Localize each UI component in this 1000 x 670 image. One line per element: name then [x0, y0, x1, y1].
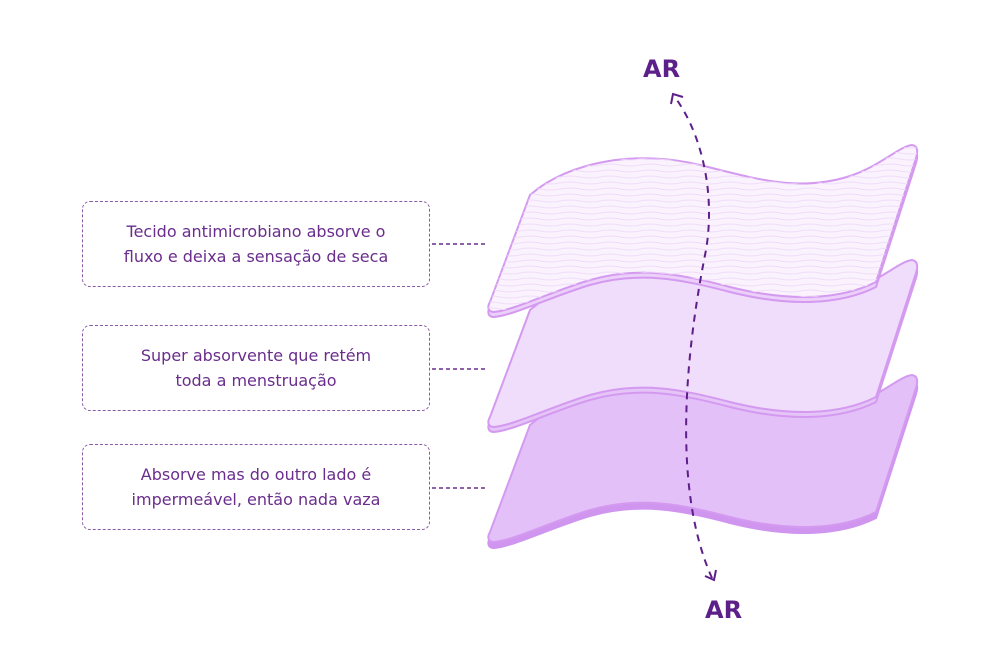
airflow-arrow — [673, 95, 713, 579]
arrowhead-up-icon — [670, 92, 684, 105]
label-line: Absorve mas do outro lado é — [140, 465, 372, 484]
label-box-antimicrobial: Tecido antimicrobiano absorve o fluxo e d… — [82, 201, 430, 287]
arrowhead-down-icon — [704, 569, 717, 582]
label-box-impermeable: Absorve mas do outro lado é impermeável, … — [82, 444, 430, 530]
air-label-bottom: AR — [705, 596, 743, 624]
label-line: impermeável, então nada vaza — [131, 490, 381, 509]
label-line: Super absorvente que retém — [140, 346, 372, 365]
air-label-top: AR — [643, 55, 681, 83]
label-box-absorbent: Super absorvente que retém toda a menstru… — [82, 325, 430, 411]
label-line: toda a menstruação — [175, 371, 337, 390]
label-line: Tecido antimicrobiano absorve o — [126, 222, 386, 241]
label-line: fluxo e deixa a sensação de seca — [123, 247, 389, 266]
